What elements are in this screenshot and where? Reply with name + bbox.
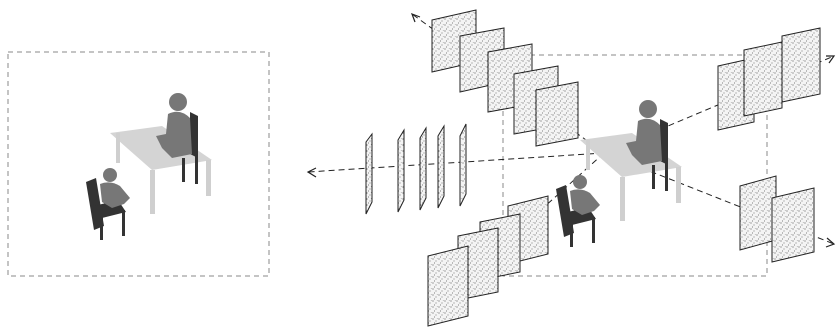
left-scene — [86, 93, 212, 240]
right-panel — [306, 9, 836, 327]
plane-bottom-4 — [427, 245, 469, 327]
plane-right-bottom-2 — [771, 187, 815, 263]
left-frame — [7, 51, 270, 277]
plane-left-3 — [419, 126, 427, 211]
arrowhead-icon — [306, 167, 317, 178]
arrowhead-icon — [826, 55, 836, 64]
plane-right-top-3 — [781, 27, 821, 103]
left-panel — [7, 51, 270, 277]
plane-left-4 — [437, 124, 445, 209]
arrowhead-icon — [410, 12, 421, 23]
plane-right-bottom-1 — [739, 175, 777, 251]
plane-left-2 — [397, 128, 405, 213]
plane-top-5 — [535, 81, 579, 147]
arrowhead-icon — [825, 237, 836, 248]
plane-right-top-2 — [743, 41, 783, 117]
plane-left-1 — [365, 132, 373, 215]
view-line-left — [307, 152, 605, 173]
right-frame — [502, 54, 768, 277]
plane-left-5 — [459, 123, 467, 207]
